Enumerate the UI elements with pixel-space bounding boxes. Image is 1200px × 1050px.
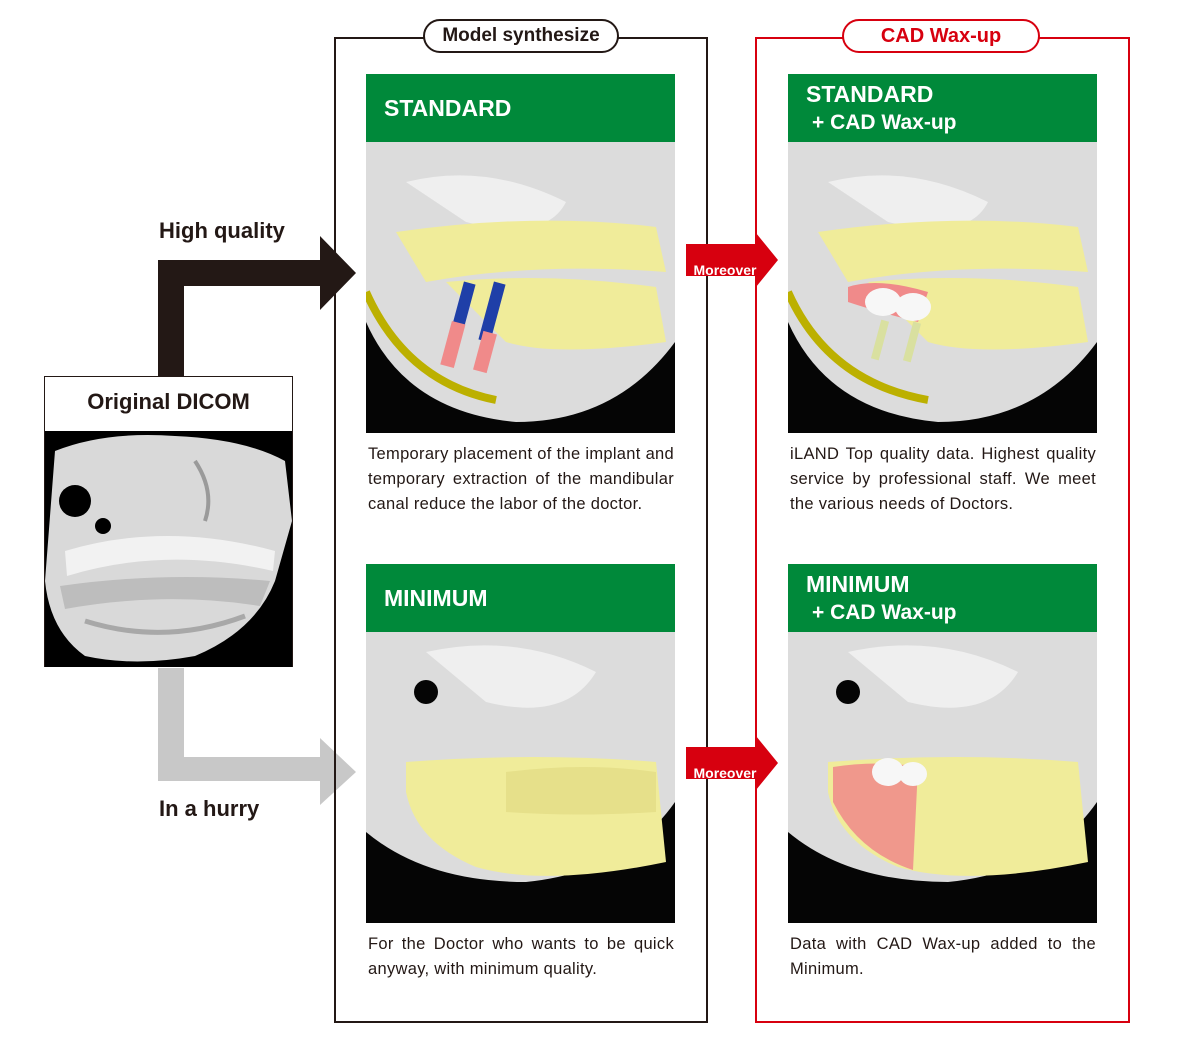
- standard-model-image: [366, 142, 675, 433]
- minimum-card-header: MINIMUM: [366, 564, 675, 632]
- high-quality-arrow: [158, 236, 356, 378]
- moreover-label-bottom: Moreover: [693, 765, 757, 781]
- standard-cad-card-header: STANDARD + CAD Wax-up: [788, 74, 1097, 142]
- standard-cad-title: STANDARD: [806, 81, 934, 107]
- cad-waxup-label: CAD Wax-up: [842, 19, 1040, 53]
- in-a-hurry-arrow: [158, 668, 356, 805]
- standard-cad-subtitle: + CAD Wax-up: [812, 111, 957, 134]
- model-synthesize-label: Model synthesize: [423, 19, 619, 53]
- original-dicom-box: Original DICOM: [44, 376, 293, 667]
- standard-card-header: STANDARD: [366, 74, 675, 142]
- standard-description: Temporary placement of the implant and t…: [368, 445, 674, 513]
- standard-title: STANDARD: [384, 95, 512, 121]
- standard-cad-model-image: [788, 142, 1097, 433]
- in-a-hurry-label: In a hurry: [159, 796, 260, 821]
- standard-cad-description: iLAND Top quality data. Highest quality …: [790, 445, 1096, 513]
- minimum-cad-subtitle: + CAD Wax-up: [812, 601, 957, 624]
- high-quality-label: High quality: [159, 218, 285, 243]
- minimum-cad-card-header: MINIMUM + CAD Wax-up: [788, 564, 1097, 632]
- original-dicom-label: Original DICOM: [87, 389, 250, 414]
- minimum-model-image: [366, 632, 675, 923]
- minimum-description: For the Doctor who wants to be quick any…: [368, 935, 674, 978]
- minimum-cad-description: Data with CAD Wax-up added to the Minimu…: [790, 935, 1096, 978]
- minimum-cad-model-image: [788, 632, 1097, 923]
- moreover-label-top: Moreover: [693, 262, 757, 278]
- minimum-title: MINIMUM: [384, 585, 488, 611]
- minimum-cad-title: MINIMUM: [806, 571, 910, 597]
- dicom-skull-image: [45, 431, 292, 667]
